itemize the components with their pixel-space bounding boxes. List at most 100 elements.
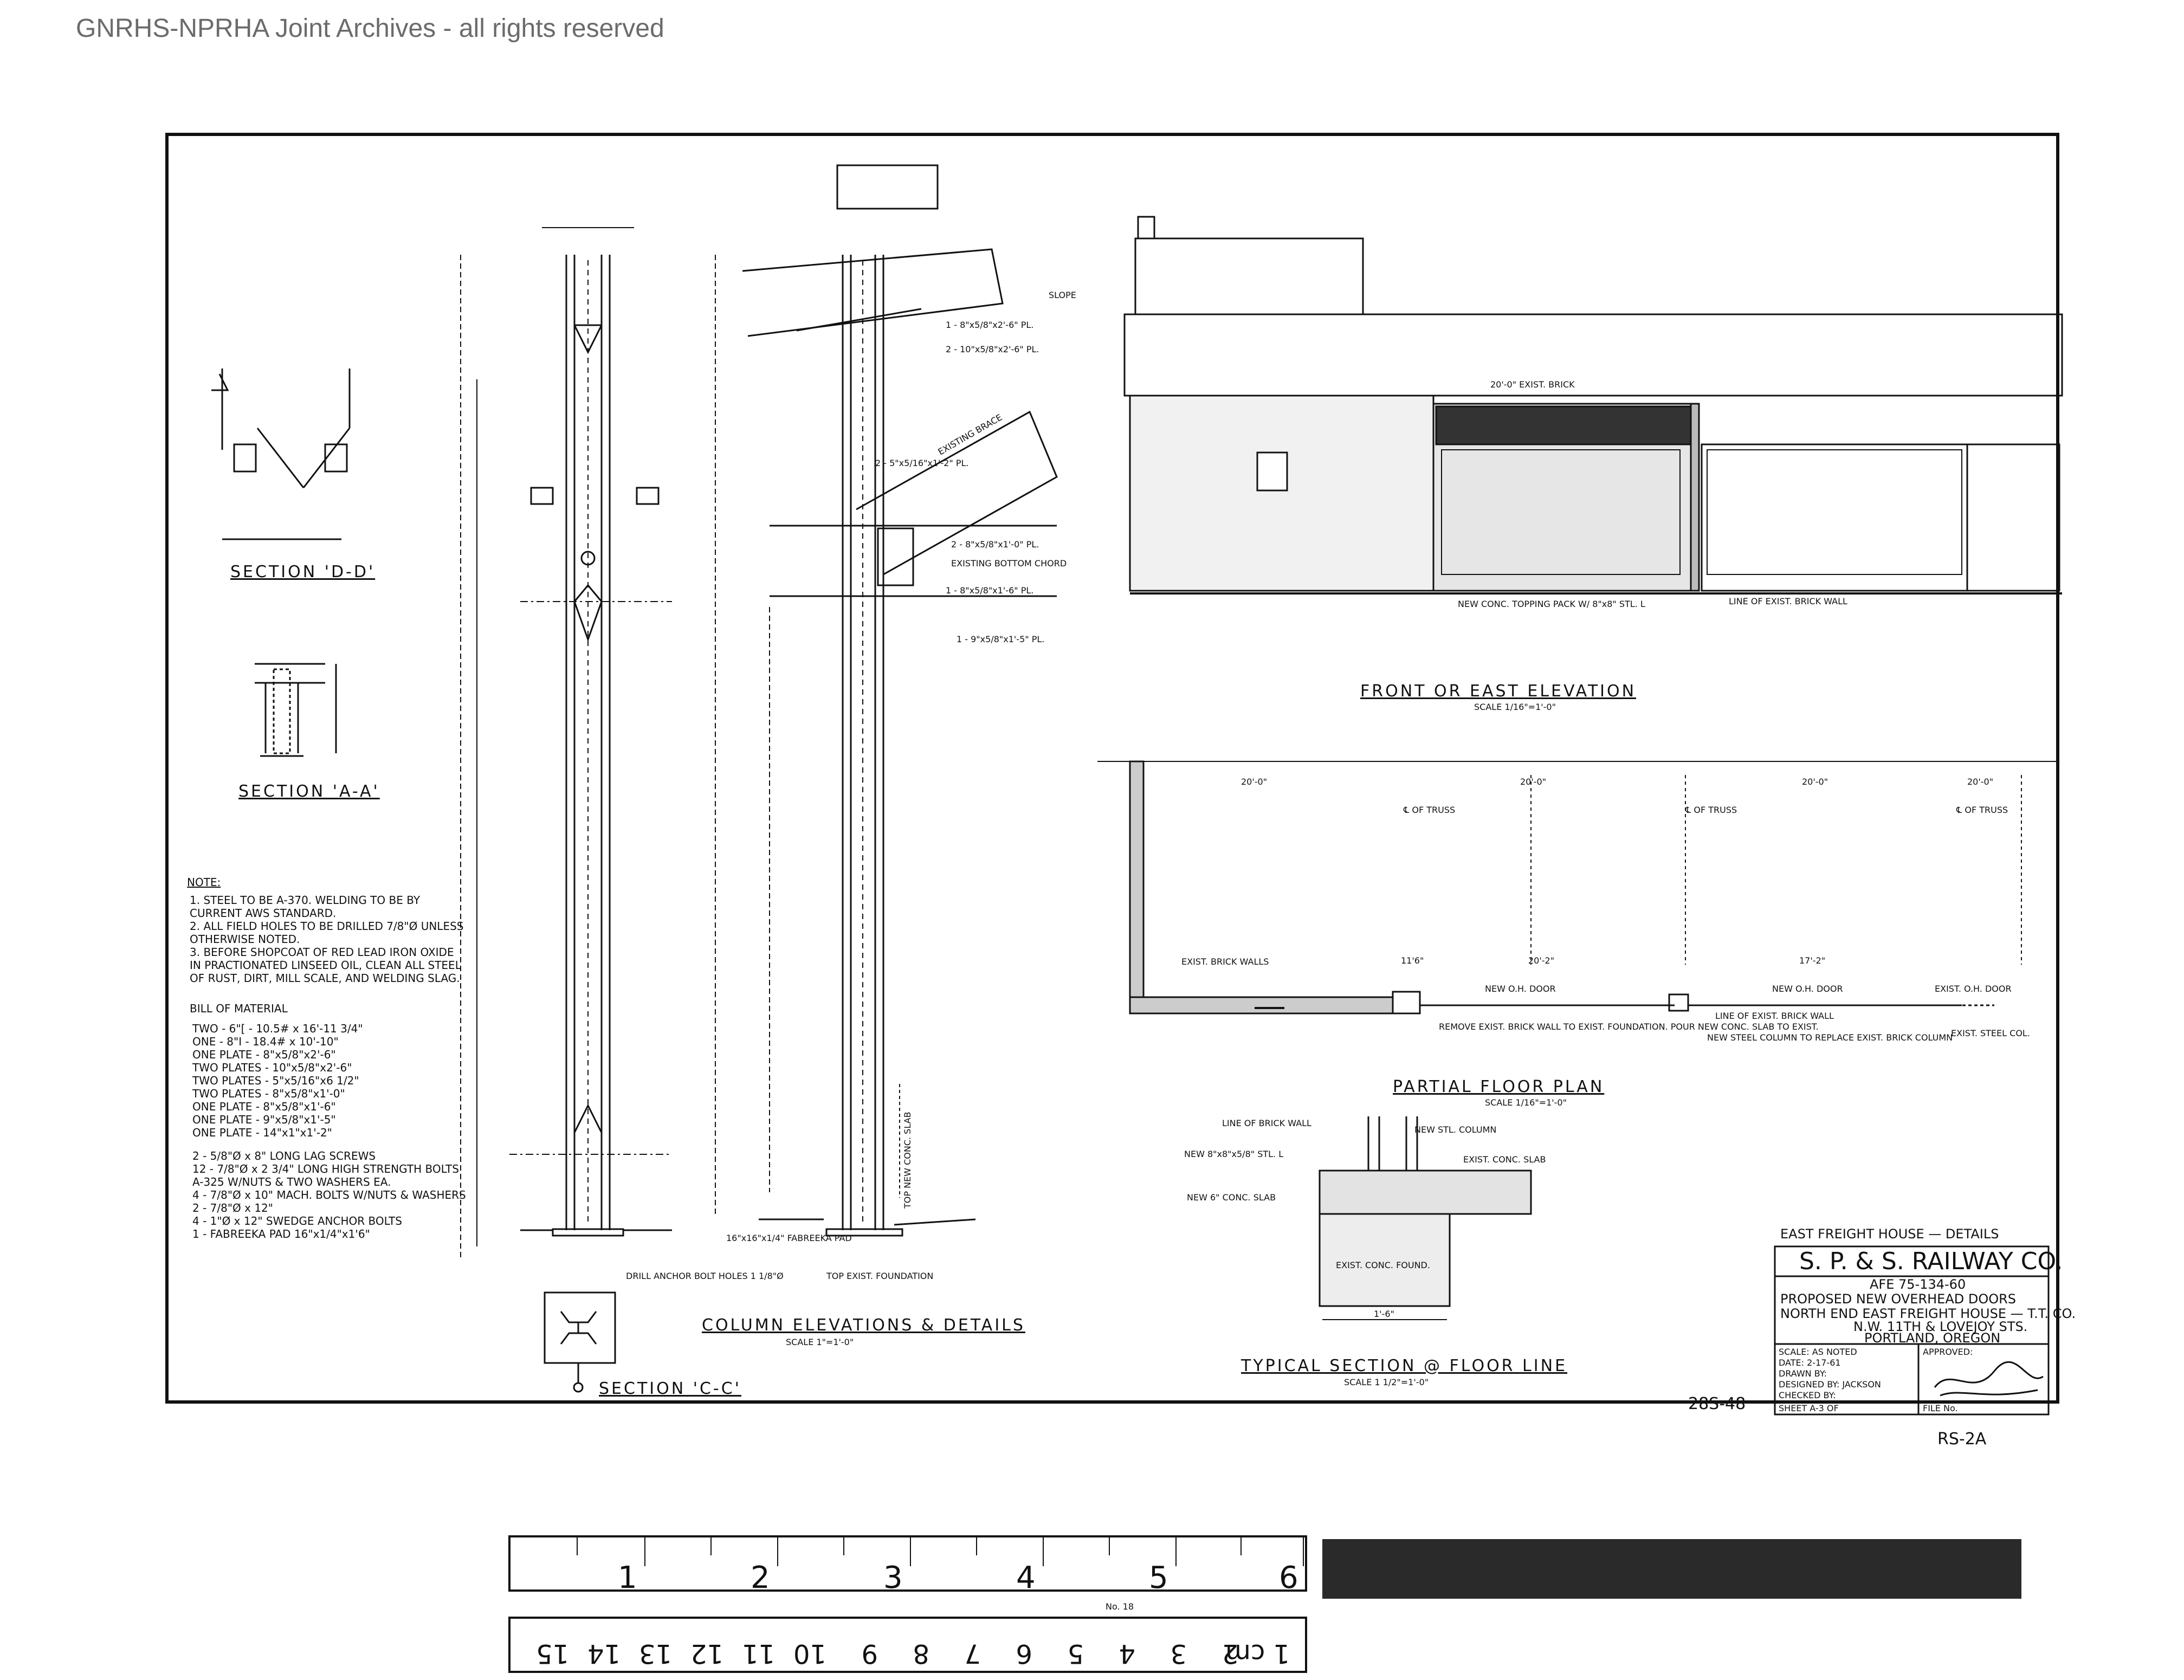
column-label: TOP EXIST. FOUNDATION: [826, 1271, 933, 1281]
floor-label: REMOVE EXIST. BRICK WALL TO EXIST. FOUND…: [1439, 1022, 1819, 1032]
title-block-line4: PORTLAND, OREGON: [1864, 1330, 2000, 1346]
ruler-inch-label: 1: [618, 1560, 637, 1595]
span-label: 20'-0": [1520, 777, 1546, 787]
column-label: DRILL ANCHOR BOLT HOLES 1 1/8"Ø: [626, 1271, 784, 1281]
truss-label: ℄ OF TRUSS: [1403, 805, 1455, 815]
span-label: 20'-0": [1802, 777, 1828, 787]
bill-item: 4 - 7/8"Ø x 10" MACH. BOLTS W/NUTS & WAS…: [192, 1188, 466, 1201]
typical-label: 1'-6": [1374, 1309, 1394, 1319]
floor-label: LINE OF EXIST. BRICK WALL: [1715, 1011, 1834, 1021]
floor-label: EXIST. O.H. DOOR: [1935, 984, 2012, 994]
notes-list: 1. STEEL TO BE A-370. WELDING TO BE BY C…: [190, 894, 463, 985]
column-label: 16"x16"x1/4" FABREEKA PAD: [726, 1233, 852, 1243]
ruler-cm-label: 6: [1016, 1638, 1032, 1669]
title-block-line1: PROPOSED NEW OVERHEAD DOORS: [1780, 1291, 2016, 1307]
bill-item: ONE PLATE - 8"x5/8"x1'-6": [192, 1100, 336, 1113]
column-elevations-title: COLUMN ELEVATIONS & DETAILS: [702, 1316, 1025, 1335]
bill-item: TWO PLATES - 5"x5/16"x6 1/2": [192, 1074, 359, 1087]
ruler-cm-labels: 1 cm 2 3 4 5 6 7 8 9 10 11 12 13 14 15: [536, 1638, 1290, 1669]
note-line: OF RUST, DIRT, MILL SCALE, AND WELDING S…: [190, 972, 460, 985]
ruler-inch-label: 3: [883, 1560, 903, 1595]
front-elevation-topping-label: NEW CONC. TOPPING PACK W/ 8"x8" STL. L: [1458, 599, 1645, 609]
note-line: 3. BEFORE SHOPCOAT OF RED LEAD IRON OXID…: [190, 946, 454, 959]
column-label: 1 - 9"x5/8"x1'-5" PL.: [957, 634, 1044, 644]
title-block-line2: NORTH END EAST FREIGHT HOUSE — T.T. CO.: [1780, 1306, 2076, 1321]
ruler-cm-label: 14: [587, 1638, 621, 1669]
ruler-cm-label: 1 cm: [1225, 1638, 1290, 1669]
illegible-stamp: [1322, 1539, 2021, 1599]
ruler-inch-label: 2: [751, 1560, 770, 1595]
floor-label: NEW STEEL COLUMN TO REPLACE EXIST. BRICK…: [1707, 1032, 1953, 1043]
column-label: 2 - 10"x5/8"x2'-6" PL.: [946, 344, 1039, 354]
ruler-cm-label: 4: [1119, 1638, 1135, 1669]
title-block-company: S. P. & S. RAILWAY CO.: [1799, 1248, 2063, 1275]
column-label: EXISTING BOTTOM CHORD: [951, 558, 1067, 568]
truss-label: ℄ OF TRUSS: [1956, 805, 2008, 815]
ruler-inch-label: 5: [1149, 1560, 1168, 1595]
section-aa-detail: [255, 663, 337, 757]
typical-label: LINE OF BRICK WALL: [1222, 1118, 1311, 1128]
bill-item: ONE PLATE - 14"x1"x1'-2": [192, 1126, 332, 1139]
column-label: SLOPE: [1049, 290, 1076, 300]
bill-item: ONE - 8"I - 18.4# x 10'-10": [192, 1035, 339, 1048]
column-elevation-side: [460, 227, 672, 1257]
floor-plan-scale: SCALE 1/16"=1'-0": [1485, 1097, 1567, 1108]
ruler-cm-label: 12: [690, 1638, 723, 1669]
front-elevation-drawing: [1123, 216, 2063, 595]
sheet-number-b: RS-2A: [1937, 1430, 1987, 1449]
span-label: 20'-0": [1241, 777, 1267, 787]
bill-item: 2 - 7/8"Ø x 12": [192, 1201, 273, 1214]
section-cc-title: SECTION 'C-C': [599, 1379, 741, 1398]
bill-item: ONE PLATE - 9"x5/8"x1'-5": [192, 1113, 336, 1126]
bill-item: 1 - FABREEKA PAD 16"x1/4"x1'6": [192, 1227, 370, 1240]
ruler-inch-label: 6: [1279, 1560, 1298, 1595]
notes-heading: NOTE:: [187, 876, 221, 889]
bill-item: A-325 W/NUTS & TWO WASHERS EA.: [192, 1175, 391, 1188]
front-elevation-title: FRONT OR EAST ELEVATION: [1360, 682, 1636, 701]
column-elevations-scale: SCALE 1"=1'-0": [786, 1337, 854, 1347]
title-block-frame: [1774, 1245, 2050, 1416]
approval-signature: [1934, 1361, 2044, 1397]
title-block-sheet: SHEET A-3 OF: [1779, 1403, 1839, 1413]
ruler-cm-label: 5: [1067, 1638, 1084, 1669]
section-dd-detail: [211, 369, 351, 540]
typical-section-labels: LINE OF BRICK WALL NEW STL. COLUMN NEW 8…: [1184, 1118, 1546, 1319]
bill-item: 12 - 7/8"Ø x 2 3/4" LONG HIGH STRENGTH B…: [192, 1162, 459, 1175]
typical-section-scale: SCALE 1 1/2"=1'-0": [1344, 1377, 1429, 1387]
ruler-model: No. 18: [1106, 1601, 1134, 1612]
title-block-afe: AFE 75-134-60: [1870, 1277, 1966, 1292]
ruler-cm-label: 2: [1222, 1638, 1238, 1669]
front-elevation-scale: SCALE 1/16"=1'-0": [1474, 702, 1556, 712]
ruler-cm-label: 11: [742, 1638, 775, 1669]
column-label: TOP NEW CONC. SLAB: [902, 1112, 913, 1209]
typical-section-drawing: [1319, 1116, 1532, 1320]
title-block-date: DATE: 2-17-61: [1779, 1358, 1841, 1368]
typical-section-title: TYPICAL SECTION @ FLOOR LINE: [1240, 1356, 1567, 1375]
bill-item: TWO - 6"[ - 10.5# x 16'-11 3/4": [192, 1022, 363, 1035]
typical-label: NEW STL. COLUMN: [1414, 1125, 1496, 1135]
section-aa-title: SECTION 'A-A': [238, 782, 380, 801]
bill-item: 2 - 5/8"Ø x 8" LONG LAG SCREWS: [192, 1149, 376, 1162]
column-label: 2 - 5"x5/16"x1'-2" PL.: [875, 458, 969, 468]
ruler-cm-label: 13: [639, 1638, 672, 1669]
title-block-scale: SCALE: AS NOTED: [1779, 1347, 1857, 1357]
ruler-inch-labels: 1 2 3 4 5 6: [618, 1560, 1298, 1595]
column-elevation-front: [715, 164, 1058, 1237]
watermark: GNRHS-NPRHA Joint Archives - all rights …: [76, 14, 664, 43]
title-block-header: EAST FREIGHT HOUSE — DETAILS: [1780, 1226, 1999, 1242]
section-dd-title: SECTION 'D-D': [230, 563, 375, 581]
title-block-file-no: FILE No.: [1923, 1403, 1958, 1413]
sheet-number-a: 28S-48: [1688, 1394, 1746, 1413]
floor-label: 11'6": [1401, 955, 1424, 966]
ruler: [508, 1535, 1307, 1673]
floor-label: EXIST. BRICK WALLS: [1181, 957, 1269, 967]
typical-label: NEW 6" CONC. SLAB: [1187, 1192, 1276, 1203]
truss-label: ℄ OF TRUSS: [1685, 805, 1737, 815]
section-cc-detail: [544, 1291, 616, 1393]
note-line: 1. STEEL TO BE A-370. WELDING TO BE BY: [190, 894, 421, 907]
front-elevation-wall-label: LINE OF EXIST. BRICK WALL: [1729, 596, 1847, 606]
title-block-line3: N.W. 11TH & LOVEJOY STS.: [1853, 1319, 2027, 1334]
floor-label: 17'-2": [1799, 955, 1825, 966]
floor-plan-spans: 20'-0" 20'-0" 20'-0" 20'-0" ℄ OF TRUSS ℄…: [1181, 777, 2030, 1043]
span-label: 20'-0": [1967, 777, 1993, 787]
